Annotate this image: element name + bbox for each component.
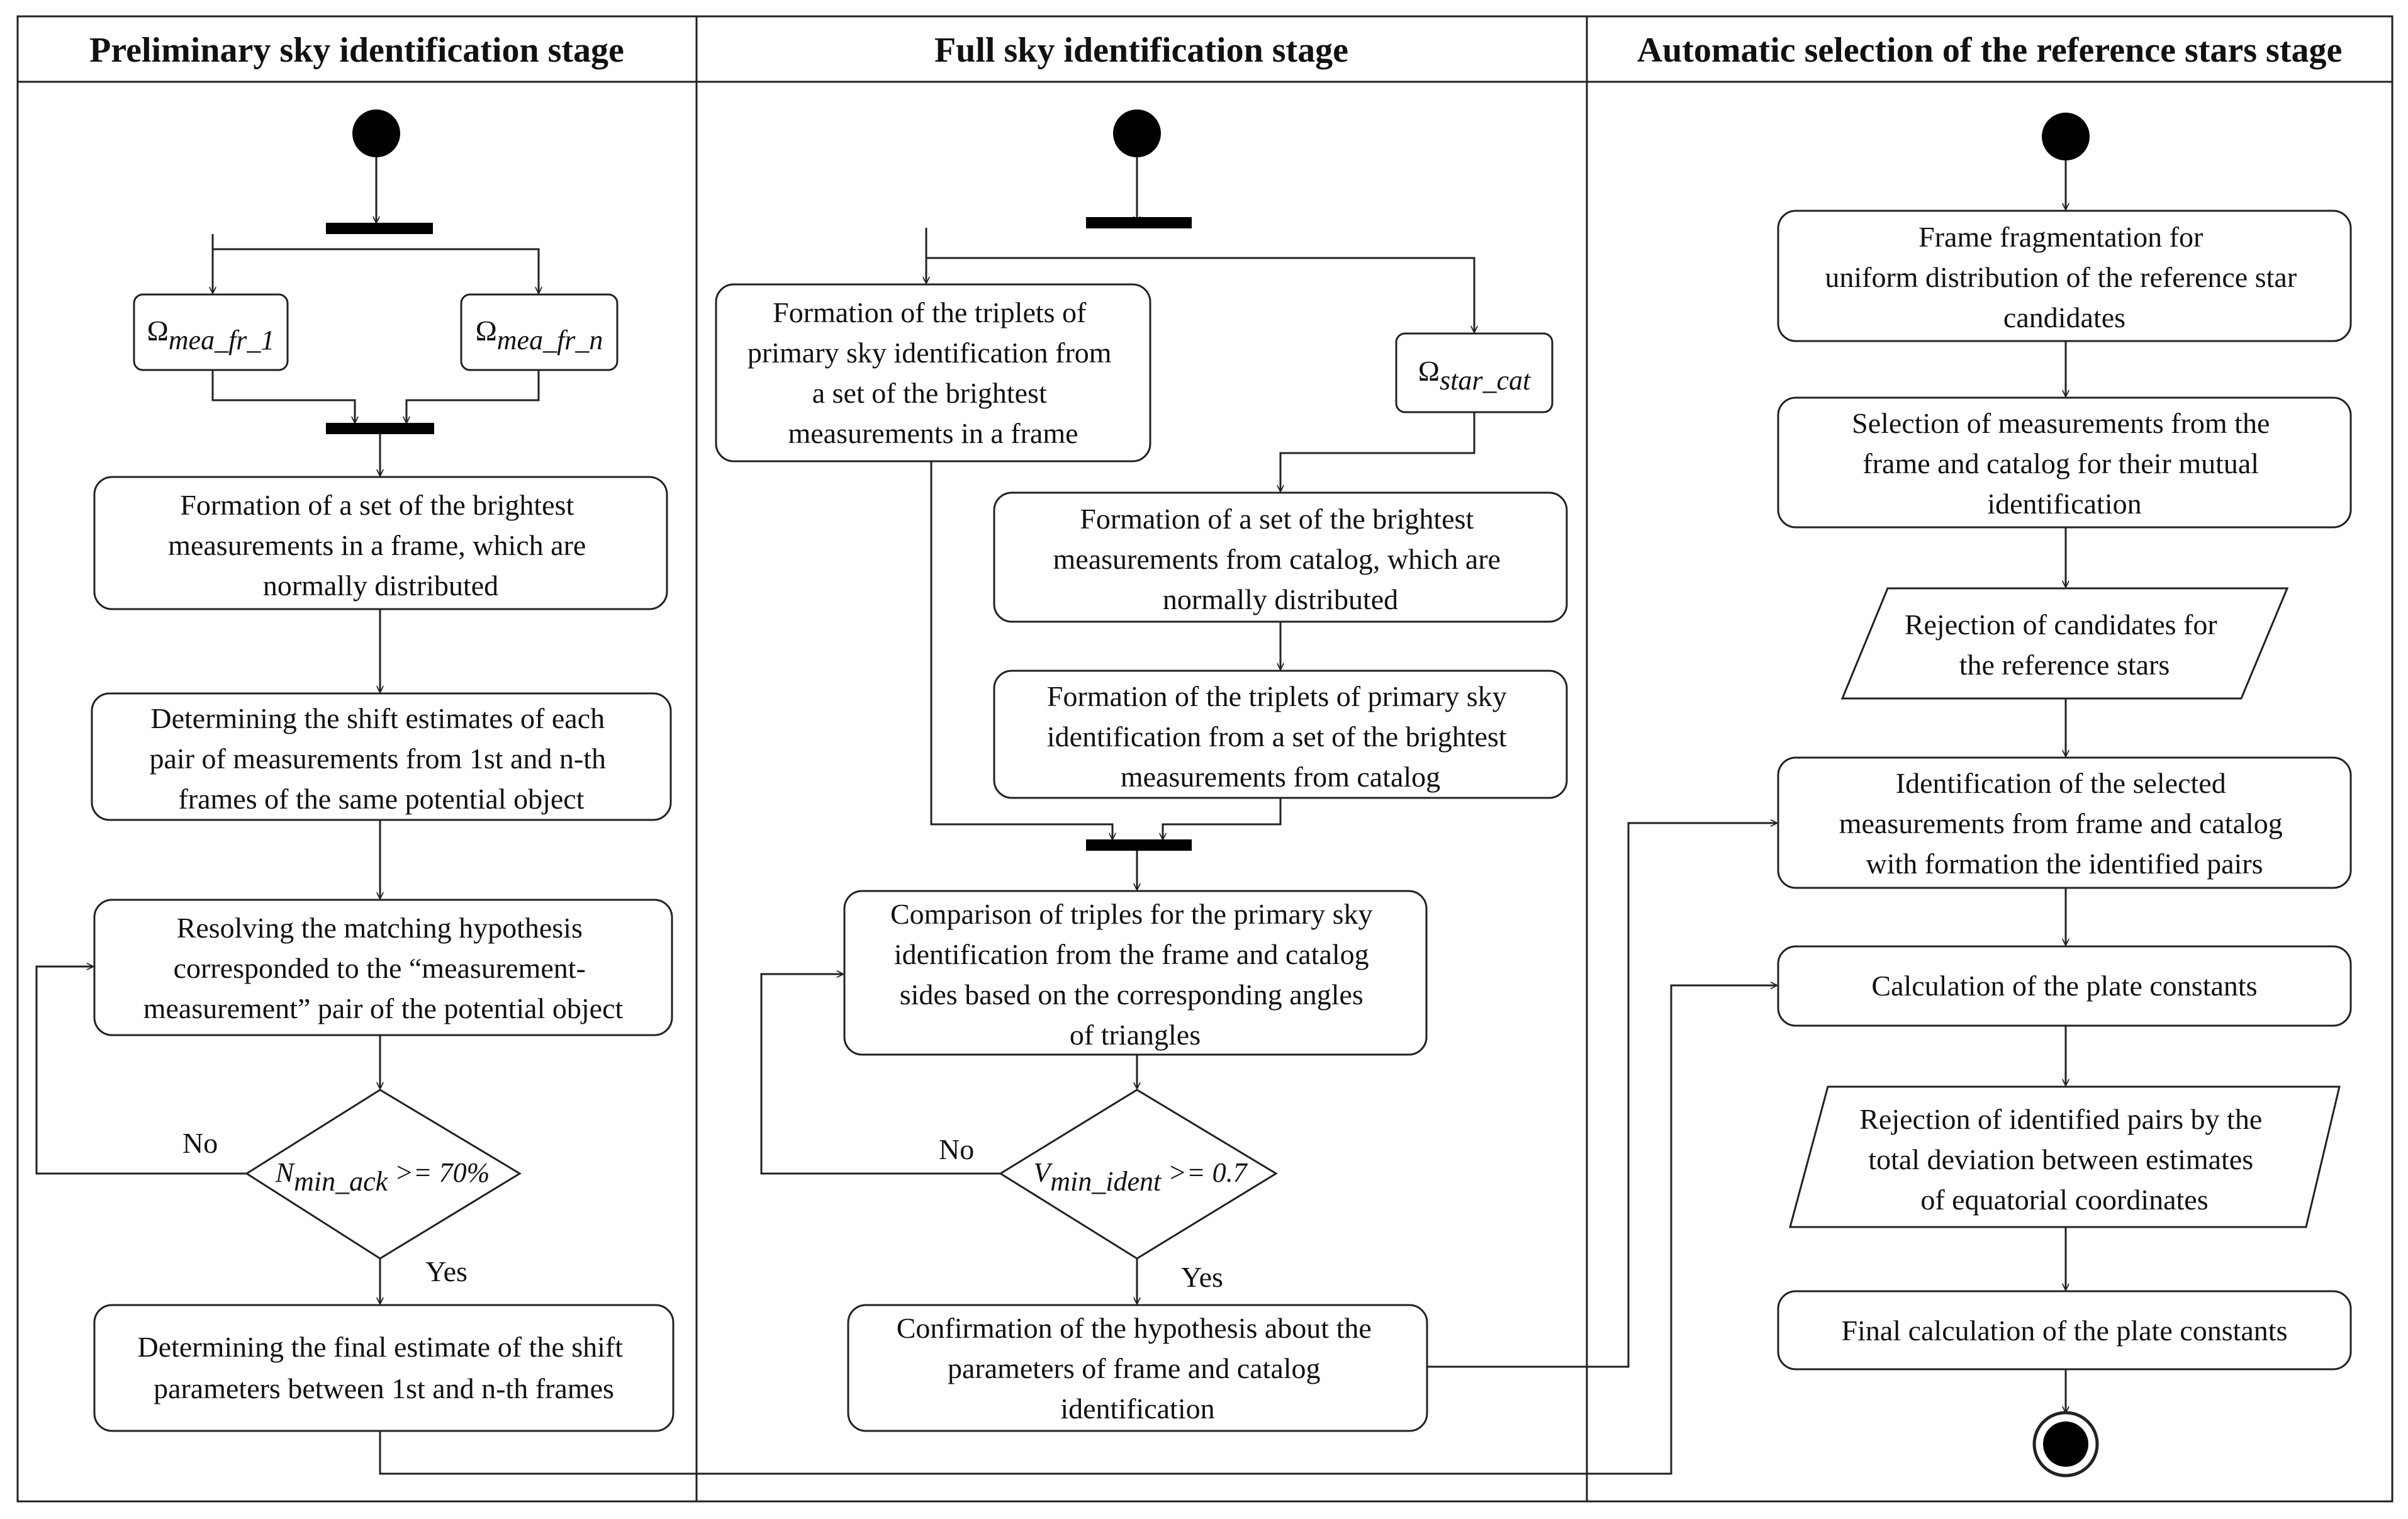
start-node-preliminary [352,109,400,157]
svg-text:Ωmea_fr_1: Ωmea_fr_1 [147,315,275,356]
lane-title-preliminary: Preliminary sky identification stage [89,31,624,70]
svg-text:Selection of measurements from: Selection of measurements from the frame… [1852,407,2277,520]
label-no-full: No [939,1133,974,1165]
activity-triplets-frame: Formation of the triplets of primary sky… [715,283,1151,462]
activity-resolve-hypothesis: Resolving the matching hypothesis corres… [93,899,673,1036]
svg-text:Comparison of triples for the: Comparison of triples for the primary sk… [890,898,1380,1051]
start-node-automatic [2042,113,2090,160]
svg-text:Final calculation of the plate: Final calculation of the plate constants [1842,1314,2288,1347]
svg-text:Ωstar_cat: Ωstar_cat [1418,355,1532,396]
label-yes-preliminary: Yes [425,1255,468,1287]
object-node-omega-star-catalog: Ωstar_cat [1395,332,1554,413]
activity-final-shift: Determining the final estimate of the sh… [93,1304,675,1432]
activity-triplets-catalog: Formation of the triplets of primary sky… [993,670,1568,799]
activity-frame-fragmentation: Frame fragmentation for uniform distribu… [1777,210,2352,342]
decision-min-ident: Vmin_ident >= 0.7 [999,1089,1278,1260]
svg-text:Rejection of candidates for: Rejection of candidates for the referenc… [1905,608,2224,681]
svg-text:Frame fragmentation for: Frame fragmentation for uniform distribu… [1825,221,2304,334]
activity-confirm-hypothesis: Confirmation of the hypothesis about the… [847,1304,1428,1432]
end-node [2032,1411,2099,1477]
activity-identify-pairs: Identification of the selected measureme… [1777,756,2352,889]
svg-text:Determining the final estimate: Determining the final estimate of the sh… [137,1331,630,1404]
activity-compare-triples: Comparison of triples for the primary sk… [843,890,1428,1056]
swimlane-frame [16,15,2394,1503]
label-no-preliminary: No [182,1127,218,1159]
svg-text:Resolving the matching hypothe: Resolving the matching hypothesis corres… [143,912,624,1024]
connectors [35,157,2066,1475]
join-bar-preliminary [326,423,434,434]
io-reject-identified-pairs: Rejection of identified pairs by the tot… [1789,1085,2341,1228]
fork-bar-preliminary [326,223,433,234]
object-node-omega-frame-1: Ωmea_fr_1 [133,293,289,371]
decision-min-ack: Nmin_ack >= 70% [245,1089,522,1260]
activity-final-plate-constants: Final calculation of the plate constants [1777,1290,2352,1370]
activity-brightest-set-frame: Formation of a set of the brightest meas… [93,476,668,610]
label-yes-full: Yes [1181,1261,1223,1293]
io-reject-candidates: Rejection of candidates for the referenc… [1840,587,2289,700]
object-node-omega-frame-n: Ωmea_fr_n [460,293,619,371]
lane-title-automatic: Automatic selection of the reference sta… [1637,31,2343,70]
lane-title-full: Full sky identification stage [934,31,1348,70]
svg-text:Formation of a set of the brig: Formation of a set of the brightest meas… [168,489,593,602]
svg-text:Formation of the triplets of: Formation of the triplets of primary sky… [748,296,1119,449]
activity-calculate-plate-constants: Calculation of the plate constants [1777,945,2352,1027]
activity-select-measurements: Selection of measurements from the frame… [1777,396,2352,529]
join-bar-full [1086,839,1192,851]
svg-text:Rejection of identified pairs: Rejection of identified pairs by the tot… [1859,1103,2269,1216]
fork-bar-full [1086,217,1192,228]
svg-text:Ωmea_fr_n: Ωmea_fr_n [476,315,603,356]
svg-text:Determining the shift estimate: Determining the shift estimates of each … [149,702,613,815]
svg-text:Vmin_ident >= 0.7: Vmin_ident >= 0.7 [1033,1157,1248,1197]
svg-text:Calculation of the plate const: Calculation of the plate constants [1871,970,2257,1002]
svg-text:Formation of the triplets of p: Formation of the triplets of primary sky… [1047,680,1514,793]
svg-text:Nmin_ack >= 70%: Nmin_ack >= 70% [275,1157,490,1197]
svg-text:Formation of a set of the brig: Formation of a set of the brightest meas… [1053,503,1508,615]
svg-text:Confirmation of the hypothesis: Confirmation of the hypothesis about the… [897,1312,1379,1425]
svg-text:Identification of the selected: Identification of the selected measureme… [1839,767,2290,880]
activity-brightest-set-catalog: Formation of a set of the brightest meas… [993,491,1568,623]
activity-shift-estimates: Determining the shift estimates of each … [91,692,672,821]
start-node-full [1113,109,1161,157]
